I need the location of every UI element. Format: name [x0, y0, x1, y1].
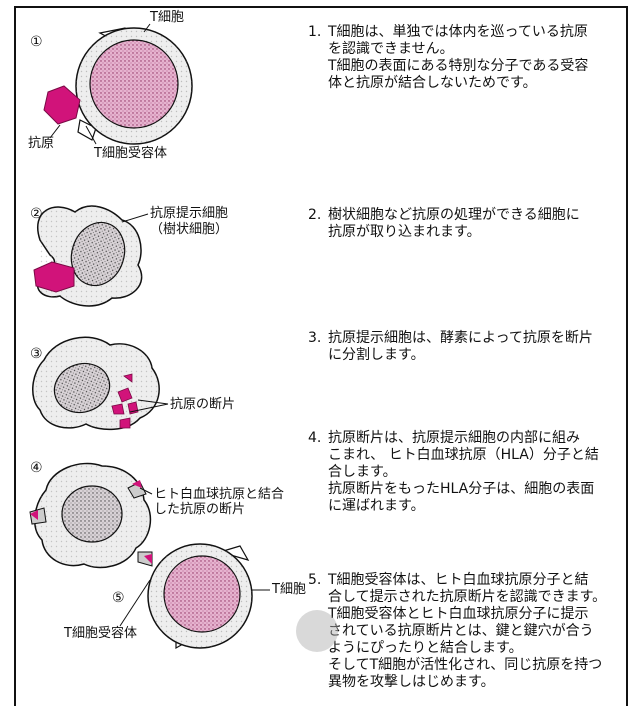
step-2-line: 樹状細胞など抗原の処理ができる細胞に: [328, 207, 580, 223]
stage1-antigen-leader: [49, 124, 61, 139]
stage1-t-cell-label: T細胞: [150, 10, 184, 25]
stage1-t-cell: [75, 27, 193, 145]
step-1-number: 1.: [308, 24, 322, 40]
step-5-line: T細胞受容体とヒト白血球抗原分子に提示: [328, 606, 589, 622]
step-5-line: 異物を攻撃しはじめます。: [328, 674, 495, 690]
stage2-apc-leader: [121, 213, 149, 223]
step-2-line: 抗原が取り込まれます。: [328, 224, 481, 240]
stage4-marker: ④: [30, 460, 43, 476]
step-4-line: に運ばれます。: [328, 498, 425, 514]
figure-frame: [14, 6, 628, 706]
stage2-apc-label-line2: （樹状細胞）: [150, 222, 229, 237]
stage3-fragment-label: 抗原の断片: [170, 397, 236, 412]
step-2: 2. 樹状細胞など抗原の処理ができる細胞に 抗原が取り込まれます。: [308, 207, 626, 241]
step-3-line: に分割します。: [328, 347, 425, 363]
step-1-line: T細胞の表面にある特別な分子である受容: [328, 58, 589, 74]
stage5-t-cell: [147, 543, 253, 650]
stage4-hla-leader: [139, 487, 153, 495]
stage3-antigen-fragments: [111, 373, 139, 429]
step-3-number: 3.: [308, 330, 322, 346]
step-1: 1. T細胞は、単独では体内を巡っている抗原 を認識できません。 T細胞の表面に…: [308, 24, 626, 92]
stage1-receptor-label: T細胞受容体: [94, 146, 167, 161]
step-1-line: T細胞は、単独では体内を巡っている抗原: [328, 24, 588, 40]
step-1-line: を認識できません。: [328, 41, 454, 57]
stage4-hla-label-line2: した抗原の断片: [154, 502, 246, 517]
stage4-hla-fragments: [29, 480, 153, 567]
step-5-line: そしてT細胞が活性化され、同じ抗原を持つ: [328, 657, 603, 673]
step-4: 4. 抗原断片は、抗原提示細胞の内部に組み こまれ、 ヒト白血球抗原（HLA）分…: [308, 430, 626, 515]
step-4-line: こまれ、 ヒト白血球抗原（HLA）分子と結: [328, 447, 599, 463]
step-4-number: 4.: [308, 430, 322, 446]
stage2-marker: ②: [30, 206, 43, 222]
stage1-marker: ①: [30, 34, 43, 50]
step-5: 5. T細胞受容体は、ヒト白血球抗原分子と結 合して提示された抗原断片を認識でき…: [308, 572, 626, 691]
step-4-line: 抗原断片をもったHLA分子は、細胞の表面: [328, 481, 595, 497]
stage5-marker: ⑤: [112, 590, 125, 606]
step-5-number: 5.: [308, 572, 322, 588]
step-5-line: されている抗原断片とは、鍵と鍵穴が合う: [328, 623, 594, 639]
step-2-number: 2.: [308, 207, 322, 223]
stage2-nucleus: [70, 221, 126, 287]
stage1-cell-leader: [143, 23, 151, 33]
stage5-t-cell-label: T細胞: [272, 582, 306, 597]
stage2-apc-label-line1: 抗原提示細胞: [150, 206, 229, 221]
stage1-antigen-label: 抗原: [28, 136, 55, 151]
stage4-nucleus: [61, 485, 123, 543]
stage5-receptor-label: T細胞受容体: [64, 626, 137, 641]
step-3: 3. 抗原提示細胞は、酵素によって抗原を断片 に分割します。: [308, 330, 626, 364]
stage2-antigen: [33, 261, 75, 293]
step-5-line: T細胞受容体は、ヒト白血球抗原分子と結: [328, 572, 589, 588]
stage1-receptor-leader: [85, 125, 97, 145]
step-5-line: 合して提示された抗原断片を認識できます。: [328, 589, 607, 605]
watermark-icon: [296, 610, 338, 652]
stage3-marker: ③: [30, 346, 43, 362]
stage1-antigen: [43, 85, 81, 125]
step-4-line: 抗原断片は、抗原提示細胞の内部に組み: [328, 430, 580, 446]
stage3-fragment-leader: [137, 399, 169, 405]
step-1-line: 体と抗原が結合しないためです。: [328, 75, 537, 91]
stage4-hla-label-line1: ヒト白血球抗原と結合: [154, 487, 285, 502]
stage3-nucleus: [53, 362, 111, 414]
step-3-line: 抗原提示細胞は、酵素によって抗原を断片: [328, 330, 593, 346]
step-5-line: ようにぴったりと結合します。: [328, 640, 523, 656]
step-4-line: 合します。: [328, 464, 397, 480]
stage5-receptor-leader: [119, 579, 151, 627]
